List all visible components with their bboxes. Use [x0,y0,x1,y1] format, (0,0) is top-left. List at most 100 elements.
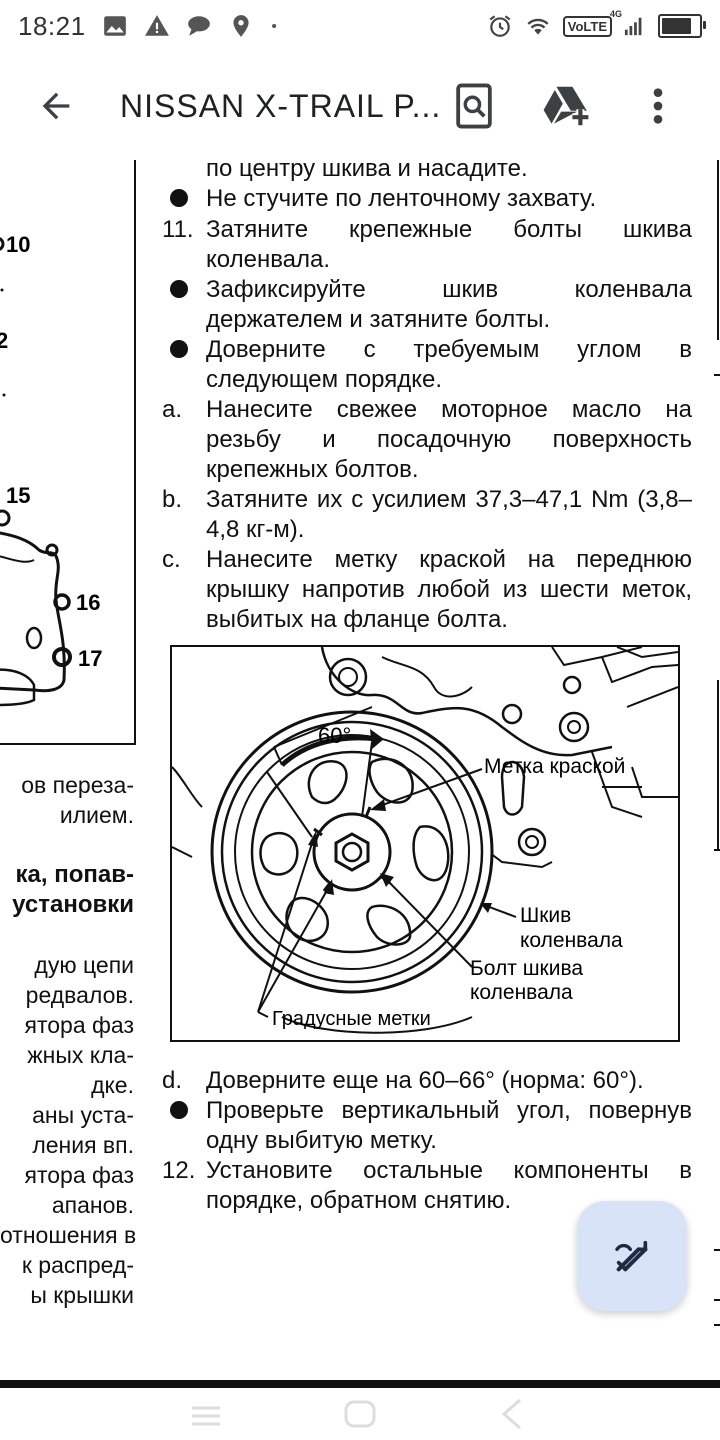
left-text-line: дую цепи [34,952,134,978]
list-item: Зафиксируйте шкив коленвала держателем и… [162,275,692,335]
item-marker: d. [162,1067,183,1094]
maps-icon [232,15,249,37]
bullet-icon [162,1096,206,1127]
item-marker: b. [162,486,183,513]
bolt-number-17: 17 [78,646,102,671]
back-button[interactable] [20,70,92,142]
right-page-edge-fragment [712,160,720,1380]
left-text-line: ятора фаз [24,1012,135,1038]
list-item: 12. Установите остальные компоненты в пор… [162,1156,692,1216]
app-actions [446,78,686,134]
wifi-icon [527,18,549,35]
search-in-document-icon [456,83,492,129]
item-text: по центру шкива и насадите. [206,160,528,182]
left-column-text: ов переза-илием. ка, попав-установки дую… [0,770,137,1310]
page-edge-marks [714,160,720,1326]
left-text-line: ятора фаз [24,1162,135,1188]
item-text: Доверните еще на 60–66° (норма: 60°). [206,1067,644,1094]
item-text: Не стучите по ленточному захвату. [206,185,597,212]
recent-apps-icon[interactable] [186,1396,226,1432]
left-text-line: ления вп. [32,1132,134,1158]
pulley-label-line2: коленвала [520,929,623,952]
list-item: Проверьте вертикальный угол, повернув од… [162,1096,692,1156]
angle-label: 60° [318,723,351,748]
item-marker: 12. [162,1157,196,1184]
left-text-line: илием. [59,802,134,828]
bolt-number-15: 15 [6,483,30,508]
bullet-icon [162,184,206,215]
bullet-dot [170,340,188,358]
left-text-line: отношения в [0,1222,137,1248]
left-text-line [0,830,134,860]
item-text: Затяните их с усилием 37,3–47,1 Nm (3,8–… [206,486,692,543]
pulley-label-line1: Шкив [520,904,571,927]
bullet-dot [170,1101,188,1119]
network-type-label: 4G [609,8,622,19]
item-text: Затяните крепежные болты шкива коленвала… [206,216,692,273]
instruction-list-bottom: d. Доверните еще на 60–66° (норма: 60°). П… [162,1066,692,1216]
back-nav-icon[interactable] [494,1396,534,1432]
item-text: Установите остальные компоненты в порядк… [206,1157,692,1214]
annotate-fab-button[interactable] [577,1201,687,1311]
signal-icon [624,17,642,36]
bolt-label-line1: Болт шкива [470,957,583,980]
document-viewport[interactable]: 10 2 15 16 17 ов переза-илием. ка, попав… [0,160,720,1380]
item-marker: c. [162,546,181,573]
battery-level [662,18,691,34]
bullet-dot [170,280,188,298]
bullet-icon [162,275,206,306]
left-text-line: ов переза- [21,772,134,798]
nav-divider [0,1380,720,1388]
dot-icon [271,23,276,29]
bolt-number-16: 16 [76,590,100,615]
home-icon[interactable] [340,1396,380,1432]
more-vert-icon [653,88,663,124]
more-options-button[interactable] [630,78,686,134]
alarm-icon [489,15,511,37]
crankshaft-pulley-figure: 60° Метка краской Шкив коленвала Болт шк… [170,645,680,1042]
add-to-drive-icon [543,86,589,126]
timing-cover-diagram-fragment: 10 2 15 16 17 [0,232,102,707]
list-item: Не стучите по ленточному захвату. [162,184,692,215]
item-text: Доверните с требуемым углом в следующем … [206,336,692,393]
item-marker: 11. [162,216,194,243]
search-in-document-button[interactable] [446,78,502,134]
left-text-line: аны уста- [32,1102,134,1128]
item-text: Проверьте вертикальный угол, повернув од… [206,1097,692,1154]
left-text-line: установки [12,891,134,918]
left-text-line: ка, попав- [15,861,134,888]
left-text-line [0,920,134,950]
left-text-line: апанов. [51,1192,134,1218]
bolt-label-line2: коленвала [470,981,573,1004]
app-bar: NISSAN X-TRAIL P... [0,52,720,160]
list-item: d. Доверните еще на 60–66° (норма: 60°). [162,1066,692,1096]
left-text-line: жных кла- [27,1042,134,1068]
list-item: Доверните с требуемым углом в следующем … [162,335,692,395]
status-left: 18:21 [18,11,284,42]
system-navigation-bar [0,1380,720,1440]
paint-mark-label: Метка краской [484,755,625,778]
bolt-number-2: 2 [0,328,8,353]
warning-icon [144,15,169,36]
degree-marks-label: Градусные метки [272,1008,431,1030]
left-text-line: к распред- [21,1252,134,1278]
left-text-line: ы крышки [30,1282,134,1308]
left-text-line: дке. [91,1072,134,1098]
add-to-drive-button[interactable] [538,78,594,134]
bolt-number-10: 10 [6,232,30,257]
bullet-dot [170,189,188,207]
list-item: c.Нанесите метку краской на переднюю кры… [162,545,692,635]
gallery-icon [103,16,126,36]
list-item: b. Затяните их с усилием 37,3–47,1 Nm (3,… [162,485,692,545]
bullet-icon [162,335,206,366]
status-time: 18:21 [18,10,86,41]
left-text-line: редвалов. [25,982,134,1008]
volte-label: VoLTE [567,18,607,34]
edit-annotate-icon [615,1240,648,1272]
chat-bubble-icon [187,16,210,36]
left-figure-fragment: 10 2 15 16 17 [0,160,136,745]
crankshaft-pulley-diagram: 60° Метка краской Шкив коленвала Болт шк… [172,647,678,1034]
